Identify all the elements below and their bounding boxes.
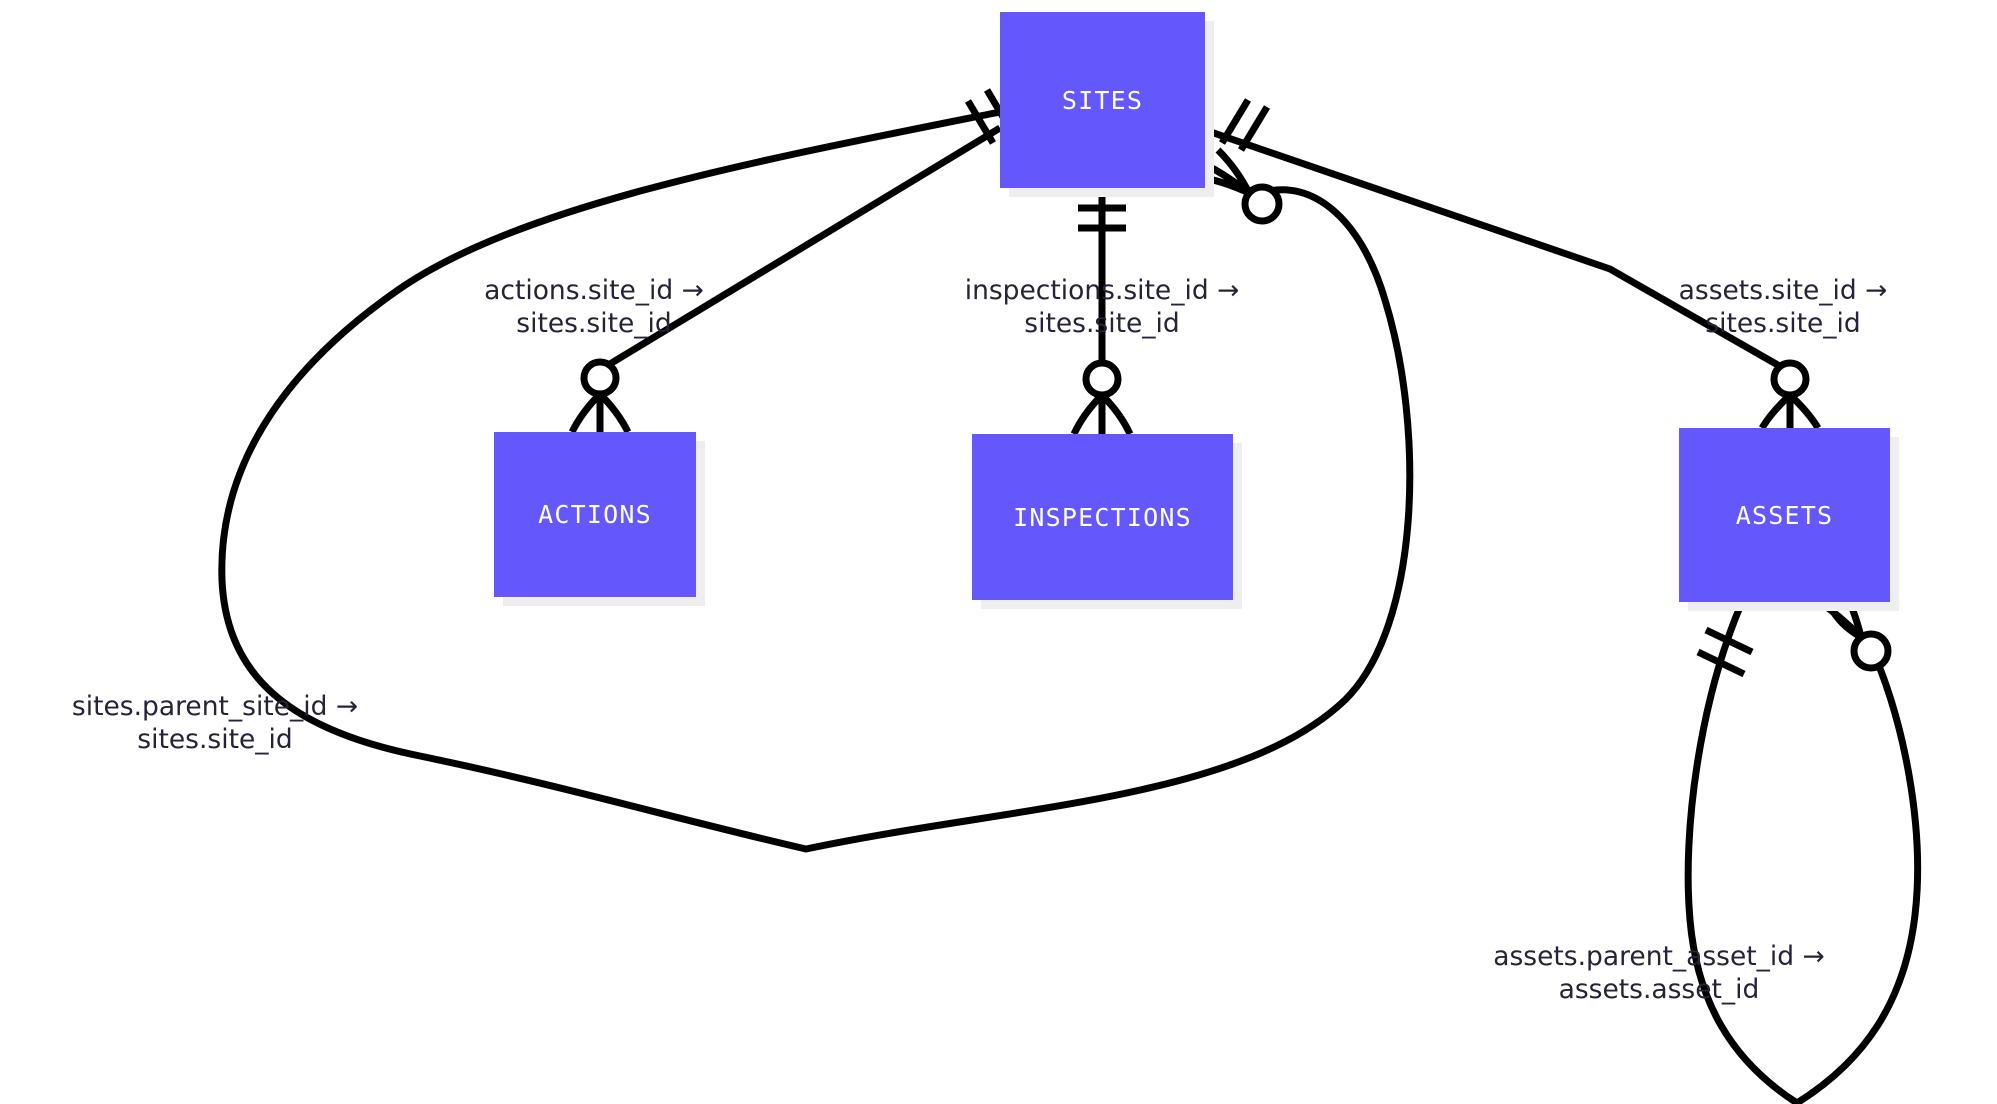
crowsfoot-assets-child (1758, 359, 1822, 430)
entity-inspections-label: INSPECTIONS (1013, 502, 1192, 532)
edge-label-sites-sites-line1: sites.parent_site_id → (71, 691, 359, 722)
edge-label-assets-assets-line1: assets.parent_asset_id → (1493, 941, 1825, 972)
entity-actions[interactable]: ACTIONS (494, 432, 696, 597)
edge-label-assets-sites-line2: sites.site_id (1705, 308, 1861, 340)
crowsfoot-sites-self-child (1194, 147, 1283, 225)
ticks-inspections-parent (1078, 204, 1126, 232)
edge-label-assets-assets: assets.parent_asset_id → assets.asset_id (1493, 940, 1825, 1007)
edge-label-inspections-sites: inspections.site_id → sites.site_id (965, 274, 1240, 341)
edge-label-assets-sites-line1: assets.site_id → (1678, 275, 1888, 306)
edge-sites-sites-line (218, 108, 1414, 853)
edge-label-sites-sites: sites.parent_site_id → sites.site_id (72, 690, 358, 757)
edge-label-assets-assets-line2: assets.asset_id (1558, 974, 1760, 1006)
edge-actions-sites-line (598, 125, 1002, 373)
entity-inspections[interactable]: INSPECTIONS (972, 434, 1233, 600)
entity-actions-label: ACTIONS (538, 500, 652, 529)
edge-label-assets-sites: assets.site_id → sites.site_id (1679, 274, 1888, 341)
edge-assets-assets-line (1684, 600, 1922, 1104)
edge-label-inspections-sites-line2: sites.site_id (1024, 308, 1180, 340)
crowsfoot-actions-child (568, 358, 632, 434)
crowsfoot-inspections-child (1070, 359, 1134, 436)
ticks-assets-parent (1219, 98, 1270, 152)
entity-assets[interactable]: ASSETS (1679, 428, 1890, 602)
edge-assets-sites-line (1203, 126, 1792, 376)
crowsfoot-assets-self-child (1817, 599, 1892, 672)
edge-label-inspections-sites-line1: inspections.site_id → (964, 275, 1240, 306)
edge-label-sites-sites-line2: sites.site_id (137, 724, 293, 756)
entity-assets-label: ASSETS (1735, 500, 1834, 530)
edge-label-actions-sites: actions.site_id → sites.site_id (484, 274, 704, 341)
ticks-assets-self-parent (1696, 626, 1754, 678)
edge-label-actions-sites-line2: sites.site_id (516, 308, 672, 340)
entity-sites[interactable]: SITES (1000, 12, 1205, 188)
edge-label-actions-sites-line1: actions.site_id → (484, 275, 704, 306)
entity-sites-label: SITES (1061, 85, 1144, 115)
